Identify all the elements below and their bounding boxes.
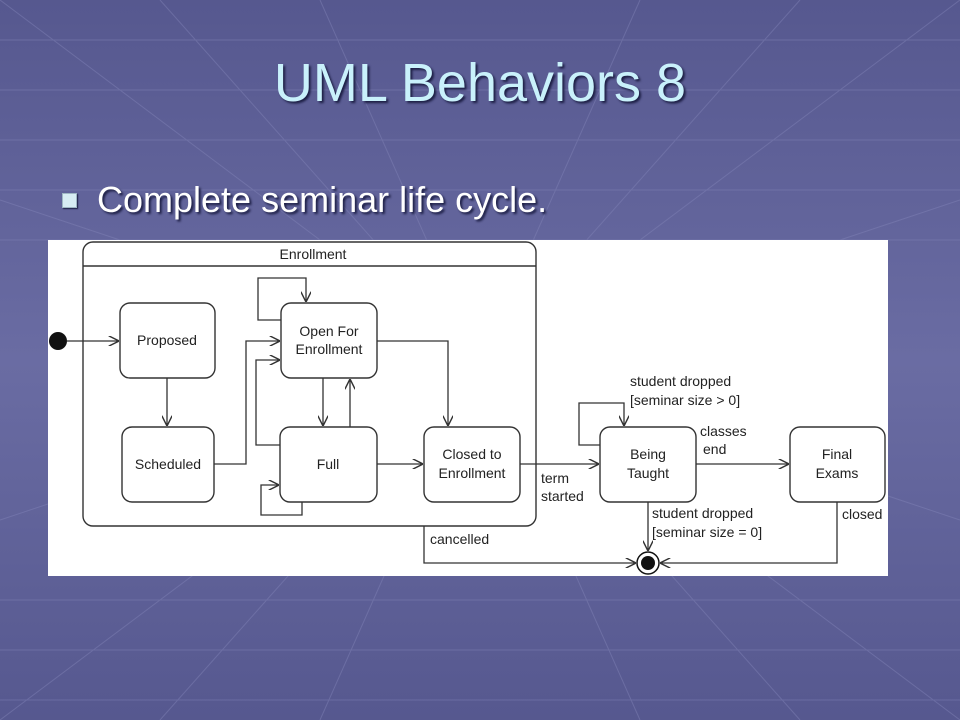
label-dropped-gt-line2: [seminar size > 0] xyxy=(630,392,740,408)
arrow-enrollment-cancelled xyxy=(423,526,635,563)
arrow-open-to-closed xyxy=(377,340,448,425)
state-being-taught: Being Taught xyxy=(599,426,697,503)
label-cancelled: cancelled xyxy=(430,531,489,547)
state-closed-to-enrollment: Closed to Enrollment xyxy=(423,426,521,503)
state-full-label: Full xyxy=(317,456,340,472)
state-open-label-line1: Open For xyxy=(299,323,358,339)
arrow-full-self-loop xyxy=(260,485,303,516)
state-proposed: Proposed xyxy=(119,302,216,379)
label-term-line1: term xyxy=(541,470,569,486)
label-classes-line1: classes xyxy=(700,423,747,439)
state-closed-label-line2: Enrollment xyxy=(439,465,506,481)
label-dropped-eq-line2: [seminar size = 0] xyxy=(652,524,762,540)
state-final-exams: Final Exams xyxy=(789,426,886,503)
arrow-scheduled-to-open xyxy=(214,341,279,465)
bullet-text: Complete seminar life cycle. xyxy=(97,179,548,220)
arrow-taught-self-loop xyxy=(578,402,624,446)
bullet-item: Complete seminar life cycle. xyxy=(62,175,547,225)
state-full: Full xyxy=(279,426,378,503)
arrow-open-self-loop xyxy=(257,277,306,321)
square-bullet-icon xyxy=(62,192,77,208)
state-taught-label-line2: Taught xyxy=(627,465,669,481)
state-proposed-label: Proposed xyxy=(137,332,197,348)
enrollment-label: Enrollment xyxy=(280,246,347,262)
arrow-full-to-open-side xyxy=(255,360,280,446)
final-node-inner xyxy=(641,556,655,570)
state-exams-label-line1: Final xyxy=(822,446,852,462)
label-dropped-gt-line1: student dropped xyxy=(630,373,731,389)
state-taught-label-line1: Being xyxy=(630,446,666,462)
state-closed-label-line1: Closed to xyxy=(442,446,501,462)
label-classes-line2: end xyxy=(703,441,726,457)
label-closed: closed xyxy=(842,506,882,522)
state-scheduled: Scheduled xyxy=(121,426,215,503)
label-dropped-eq-line1: student dropped xyxy=(652,505,753,521)
label-term-line2: started xyxy=(541,488,584,504)
state-open-label-line2: Enrollment xyxy=(296,341,363,357)
state-scheduled-label: Scheduled xyxy=(135,456,201,472)
state-open-for-enrollment: Open For Enrollment xyxy=(280,302,378,379)
state-diagram: Enrollment Proposed Scheduled Open For E… xyxy=(48,240,888,576)
arrow-exams-to-final xyxy=(661,502,838,563)
state-diagram-svg: Enrollment Proposed Scheduled Open For E… xyxy=(49,241,886,575)
initial-node xyxy=(49,332,67,350)
slide-title: UML Behaviors 8 xyxy=(273,53,687,113)
enrollment-composite-state xyxy=(82,241,537,527)
state-exams-label-line2: Exams xyxy=(816,465,859,481)
